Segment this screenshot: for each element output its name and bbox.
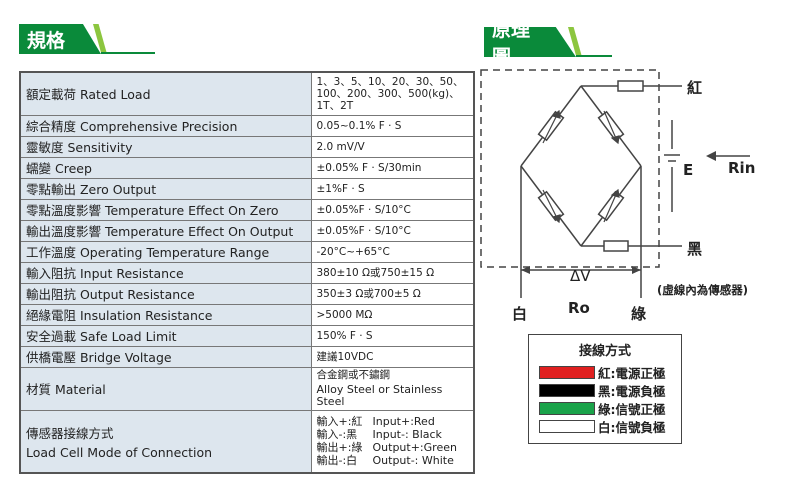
diagram-section-tab: 原理圖 — [484, 27, 614, 57]
label-delta-v: ΔV — [570, 267, 591, 285]
connection-label-zh: 傳感器接線方式 — [26, 425, 114, 441]
spec-label: 絕緣電阻 Insulation Resistance — [19, 303, 312, 326]
spec-value: -20°C~+65°C — [310, 240, 475, 263]
dv-arrow-right — [632, 266, 641, 274]
label-green: 綠 — [631, 305, 647, 323]
spec-label: 安全過載 Safe Load Limit — [19, 324, 312, 347]
legend-item-label: 綠:信號正極 — [598, 402, 666, 417]
wire-zh: 輸出-:白 — [316, 454, 358, 468]
label-e: E — [683, 161, 694, 179]
black-wire-swatch — [539, 384, 595, 397]
label-red: 紅 — [687, 79, 703, 97]
wire-line: 輸出-:白 Output-: White — [317, 454, 469, 467]
label-black: 黑 — [687, 240, 703, 258]
table-row: 絕緣電阻 Insulation Resistance >5000 MΩ — [19, 303, 475, 326]
spec-value: 0.05~0.1% F · S — [310, 114, 475, 137]
spec-value: >5000 MΩ — [310, 303, 475, 326]
table-row: 供橋電壓 Bridge Voltage 建議10VDC — [19, 345, 475, 368]
table-row: 蠕變 Creep ±0.05% F · S/30min — [19, 156, 475, 179]
rin-arrowhead — [706, 151, 716, 161]
table-row: 工作溫度 Operating Temperature Range -20°C~+… — [19, 240, 475, 263]
table-row: 額定載荷 Rated Load 1、3、5、10、20、30、50、100、20… — [19, 71, 475, 116]
material-value-en: Alloy Steel or Stainless Steel — [316, 383, 443, 408]
wire-line: 輸入-:黑 Input-: Black — [317, 428, 469, 441]
legend-item: 白:信號負極 — [539, 417, 666, 436]
wiring-legend: 接線方式 紅:電源正極 黑:電源負極 綠:信號正極 白:信號負極 — [528, 334, 682, 444]
material-label: 材質 Material — [19, 366, 312, 411]
lead-resistor-bottom — [603, 240, 629, 252]
wire-zh: 輸入+:紅 — [316, 415, 363, 429]
wire-en: Output+:Green — [372, 441, 457, 455]
spec-label: 輸入阻抗 Input Resistance — [19, 261, 312, 284]
bridge-diamond — [520, 85, 642, 247]
sensor-note: (虛線內為傳感器) — [657, 283, 749, 297]
spec-label: 輸出溫度影響 Temperature Effect On Output — [19, 219, 312, 242]
material-value-zh: 合金鋼或不鏽鋼 — [316, 369, 391, 381]
wire-en: Input+:Red — [372, 415, 435, 429]
legend-item-label: 白:信號負極 — [598, 420, 666, 435]
legend-item: 黑:電源負極 — [539, 381, 666, 400]
green-wire-swatch — [539, 402, 595, 415]
spec-value: 350±3 Ω或700±5 Ω — [310, 282, 475, 305]
wire-en: Output-: White — [372, 454, 454, 468]
label-ro: Ro — [568, 299, 590, 317]
connection-label-en: Load Cell Mode of Connection — [26, 444, 213, 460]
lead-wires — [520, 85, 682, 298]
label-white: 白 — [512, 305, 528, 323]
dv-arrow-left — [521, 266, 530, 274]
spec-value: 2.0 mV/V — [310, 135, 475, 158]
legend-item: 紅:電源正極 — [539, 363, 666, 382]
spec-value: ±0.05%F · S/10°C — [310, 198, 475, 221]
table-row: 安全過載 Safe Load Limit 150% F · S — [19, 324, 475, 347]
table-row: 零點溫度影響 Temperature Effect On Zero ±0.05%… — [19, 198, 475, 221]
spec-value: 1、3、5、10、20、30、50、100、200、300、500(kg)、1T… — [310, 71, 475, 116]
spec-value: ±0.05% F · S/30min — [310, 156, 475, 179]
spec-value: ±1%F · S — [310, 177, 475, 200]
spec-value: 150% F · S — [310, 324, 475, 347]
red-wire-swatch — [539, 366, 595, 379]
supply-source — [664, 120, 680, 212]
strain-arrow — [542, 109, 620, 224]
spec-label: 靈敏度 Sensitivity — [19, 135, 312, 158]
table-row: 材質 Material 合金鋼或不鏽鋼 Alloy Steel or Stain… — [19, 366, 475, 411]
legend-item-label: 黑:電源負極 — [598, 384, 666, 399]
sensor-boundary — [480, 69, 660, 268]
wire-zh: 輸入-:黑 — [316, 428, 358, 442]
table-row: 靈敏度 Sensitivity 2.0 mV/V — [19, 135, 475, 158]
spec-label: 零點溫度影響 Temperature Effect On Zero — [19, 198, 312, 221]
spec-label: 額定載荷 Rated Load — [19, 71, 312, 116]
white-wire-swatch — [539, 420, 595, 433]
wire-line: 輸入+:紅 Input+:Red — [317, 415, 469, 428]
table-row: 輸出溫度影響 Temperature Effect On Output ±0.0… — [19, 219, 475, 242]
table-row: 傳感器接線方式 Load Cell Mode of Connection 輸入+… — [19, 409, 475, 474]
spec-section-tab: 規格 — [19, 24, 155, 54]
connection-label: 傳感器接線方式 Load Cell Mode of Connection — [19, 409, 312, 474]
material-value: 合金鋼或不鏽鋼 Alloy Steel or Stainless Steel — [310, 366, 475, 411]
legend-item-label: 紅:電源正極 — [598, 366, 666, 381]
wire-en: Input-: Black — [372, 428, 442, 442]
spec-table: 額定載荷 Rated Load 1、3、5、10、20、30、50、100、20… — [19, 71, 475, 474]
spec-label: 輸出阻抗 Output Resistance — [19, 282, 312, 305]
connection-value: 輸入+:紅 Input+:Red 輸入-:黑 Input-: Black 輸出+:綠… — [310, 409, 475, 474]
spec-label: 工作溫度 Operating Temperature Range — [19, 240, 312, 263]
table-row: 輸出阻抗 Output Resistance 350±3 Ω或700±5 Ω — [19, 282, 475, 305]
tab-underline — [576, 55, 612, 57]
legend-item: 綠:信號正極 — [539, 399, 666, 418]
wire-line: 輸出+:綠 Output+:Green — [317, 441, 469, 454]
spec-value: 建議10VDC — [310, 345, 475, 368]
legend-title: 接線方式 — [578, 344, 631, 359]
label-rin: Rin — [728, 159, 756, 177]
tab-underline — [101, 52, 155, 54]
lead-resistor-top — [617, 80, 644, 92]
wire-zh: 輸出+:綠 — [316, 441, 363, 455]
